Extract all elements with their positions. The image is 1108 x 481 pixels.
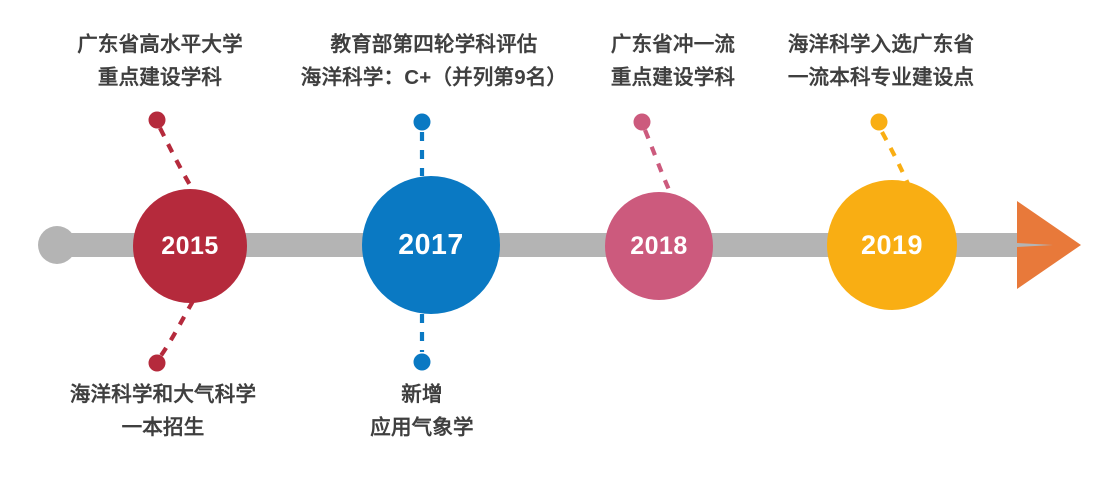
timeline-arrow-icon: [1017, 201, 1081, 289]
connector-2018-above: [643, 129, 672, 193]
connector-2019-above: [880, 130, 910, 185]
label-line-1: 海洋科学和大气科学: [69, 383, 257, 406]
milestone-year-2015: 2015: [161, 232, 219, 260]
milestone-label-below-2015: 海洋科学和大气科学 一本招生: [38, 378, 288, 444]
connector-dot-2015-above: [148, 111, 166, 129]
label-line-1: 新增: [401, 383, 443, 406]
milestone-year-2018: 2018: [630, 232, 688, 260]
connector-2015-above: [158, 127, 195, 192]
connector-dot-2018-above: [633, 113, 651, 131]
label-line-1: 广东省高水平大学: [77, 33, 243, 56]
connector-2015-below: [158, 299, 195, 359]
milestone-label-above-2015: 广东省高水平大学 重点建设学科: [40, 28, 280, 94]
milestone-circle-2015[interactable]: [133, 189, 247, 303]
connector-dot-2017-below: [413, 353, 431, 371]
milestone-year-2017: 2017: [398, 229, 463, 261]
milestone-circle-2018[interactable]: [605, 192, 713, 300]
connector-dot-2017-above: [413, 113, 431, 131]
milestone-label-below-2017: 新增 应用气象学: [332, 378, 512, 444]
label-line-2: 一流本科专业建设点: [787, 66, 975, 90]
milestone-label-above-2018: 广东省冲一流 重点建设学科: [578, 28, 768, 94]
label-line-1: 海洋科学入选广东省: [787, 33, 975, 56]
label-line-1: 教育部第四轮学科评估: [330, 33, 538, 56]
connector-dot-2019-above: [870, 113, 888, 131]
label-line-2: 应用气象学: [370, 416, 474, 440]
label-line-2: 重点建设学科: [97, 66, 223, 90]
milestone-circle-2017[interactable]: [362, 176, 500, 314]
milestone-label-above-2019: 海洋科学入选广东省 一流本科专业建设点: [766, 28, 996, 94]
label-line-1: 广东省冲一流: [610, 33, 736, 56]
label-line-2: 一本招生: [121, 416, 205, 440]
label-line-2: 重点建设学科: [610, 66, 736, 90]
connector-dot-2015-below: [148, 354, 166, 372]
timeline-start-cap: [38, 226, 76, 264]
milestone-label-above-2017: 教育部第四轮学科评估 海洋科学：C+（并列第9名）: [288, 28, 580, 94]
milestone-year-2019: 2019: [861, 230, 923, 260]
label-line-2: 海洋科学：C+（并列第9名）: [300, 66, 568, 90]
milestone-circle-2019[interactable]: [827, 180, 957, 310]
